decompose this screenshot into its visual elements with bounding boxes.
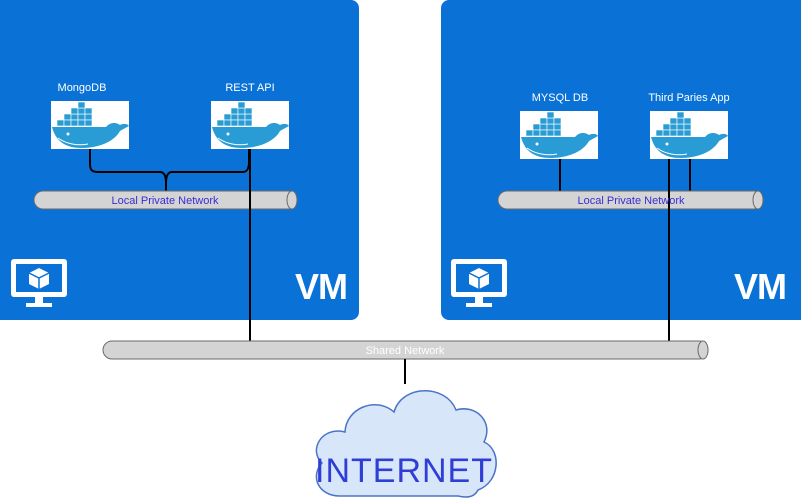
container-label-rest-api: REST API xyxy=(225,82,275,94)
cloud-icon xyxy=(315,390,497,498)
docker-box-rest-api xyxy=(211,101,290,149)
internet-label: INTERNET xyxy=(315,452,493,490)
container-label-third-party-app: Third Paries App xyxy=(648,92,730,104)
shared-network-label: Shared Network xyxy=(366,345,445,357)
monitor-cube-icon xyxy=(450,258,508,308)
vm-label-left: VM xyxy=(295,266,348,307)
connector-left-bracket xyxy=(89,149,250,184)
local-network-pipe-right xyxy=(497,190,764,210)
container-label-mongodb: MongoDB xyxy=(57,82,107,94)
monitor-cube-icon xyxy=(10,258,68,308)
docker-box-mysql-db xyxy=(520,111,599,159)
docker-box-third-party-app xyxy=(650,111,729,159)
local-network-label-right: Local Private Network xyxy=(578,195,685,207)
vm-label-right: VM xyxy=(734,266,787,307)
container-label-mysql-db: MYSQL DB xyxy=(531,92,589,104)
local-network-pipe-left xyxy=(33,190,298,210)
docker-box-mongodb xyxy=(51,101,130,149)
local-network-label-left: Local Private Network xyxy=(112,195,219,207)
